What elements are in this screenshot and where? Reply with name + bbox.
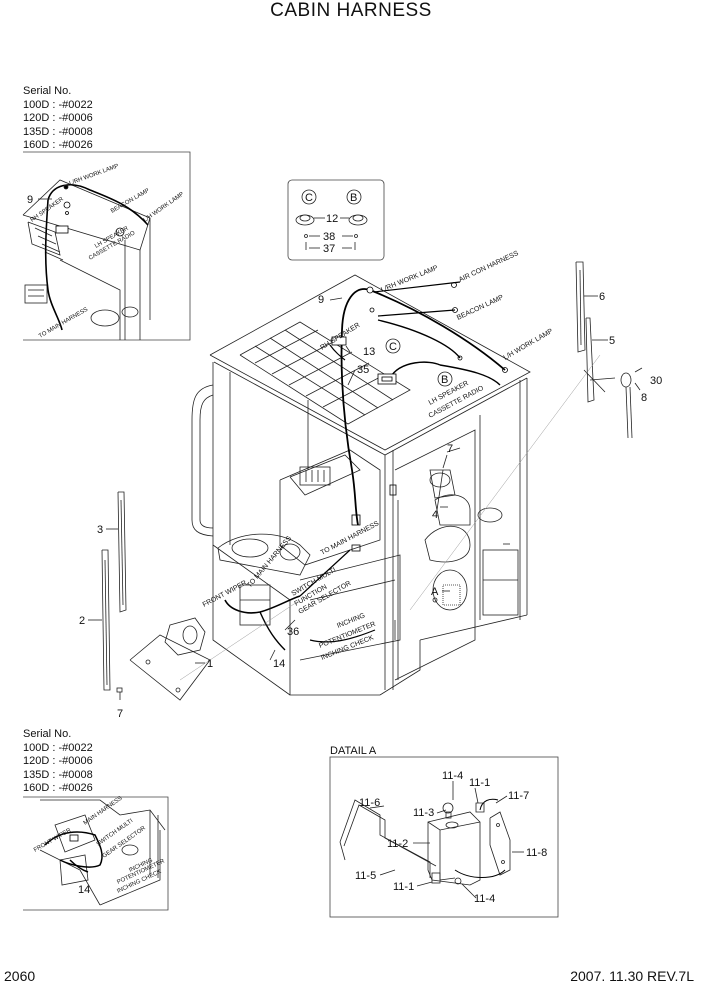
page-title: CABIN HARNESS <box>270 0 432 21</box>
detail-a <box>329 756 559 918</box>
callout-2: 2 <box>79 615 85 627</box>
callout-7-plate: 7 <box>117 708 123 720</box>
callout-5: 5 <box>609 335 615 347</box>
callout-B: B <box>350 192 357 204</box>
callout-35: 35 <box>357 364 369 376</box>
inset-label-front-wiper: FRONT WIPER <box>33 827 73 853</box>
callout-C-main: C <box>389 341 397 353</box>
serial-line: 100D : -#0022 <box>23 98 93 111</box>
serial-line: 120D : -#0006 <box>23 755 93 767</box>
inset-callout-9: 9 <box>27 194 33 206</box>
label-lh-rh-work-lamp: L/RH WORK LAMP <box>380 265 439 294</box>
serial-block-bottom: Serial No. 100D : -#0022 120D : -#0006 1… <box>23 728 93 796</box>
callout-30: 30 <box>650 375 662 387</box>
callout-C: C <box>305 192 313 204</box>
serial-line: 160D : -#0026 <box>23 782 93 794</box>
inset-label-to-main-harness: TO MAIN HARNESS <box>38 307 89 340</box>
inset-label-gear-selector: GEAR SELECTOR <box>102 825 148 859</box>
detail-callout-11-3: 11-3 <box>413 807 434 819</box>
label-beacon-lamp: BEACON LAMP <box>456 294 505 322</box>
serial-line: 100D : -#0022 <box>23 741 93 754</box>
main-cabin: C B <box>191 274 531 696</box>
serial-heading: Serial No. <box>23 728 72 740</box>
detail-callout-11-4-top: 11-4 <box>442 770 463 782</box>
callout-37: 37 <box>323 243 335 255</box>
callout-9: 9 <box>318 294 324 306</box>
inset-bottom: FRONT WIPER MAIN HARNESS SWITCH MULTI GE… <box>23 796 169 911</box>
detail-callouts: 11-4 11-1 11-7 11-6 11-3 11-2 11-8 11-5 … <box>355 770 547 905</box>
inset-label-lh-work-lamp: L/H WORK LAMP <box>143 191 186 223</box>
detail-callout-11-2: 11-2 <box>387 838 408 850</box>
callout-3: 3 <box>97 524 103 536</box>
callout-36: 36 <box>287 626 299 638</box>
label-lh-work-lamp: L/H WORK LAMP <box>503 328 555 362</box>
callout-4: 4 <box>432 509 438 521</box>
serial-line: 135D : -#0008 <box>23 768 93 781</box>
callout-7-main: 7 <box>447 443 453 455</box>
serial-heading: Serial No. <box>23 85 72 97</box>
callout-8: 8 <box>641 392 647 404</box>
serial-block-top: Serial No. 100D : -#0022 120D : -#0006 1… <box>23 85 93 153</box>
callout-14: 14 <box>273 658 285 670</box>
label-to-main-harness-1: TO MAIN HARNESS <box>246 535 293 589</box>
detail-callout-11-8: 11-8 <box>526 847 547 859</box>
detail-callout-11-4-bottom: 11-4 <box>474 893 495 905</box>
detail-callout-11-1-bottom: 11-1 <box>393 881 414 893</box>
callout-13: 13 <box>363 346 375 358</box>
detail-callout-11-1-top: 11-1 <box>469 777 490 789</box>
callout-12: 12 <box>326 213 338 225</box>
page-number: 2060 <box>4 968 36 984</box>
detail-a-title: DATAIL A <box>330 745 377 757</box>
serial-line: 135D : -#0008 <box>23 125 93 138</box>
callout-A: A <box>431 586 439 598</box>
serial-line: 120D : -#0006 <box>23 112 93 124</box>
label-to-main-harness-2: TO MAIN HARNESS <box>320 520 381 557</box>
label-air-con-harness: AIR CON HARNESS <box>458 250 520 284</box>
label-front-wiper: FRONT WIPER <box>202 580 248 609</box>
speaker-detail-box: C B 12 38 37 <box>287 179 385 261</box>
inset-label-switch-multi: SWITCH MULTI <box>96 818 135 848</box>
inset-label-rh-work-lamp: L/RH WORK LAMP <box>69 163 120 186</box>
callout-6: 6 <box>599 291 605 303</box>
inset-callout-14: 14 <box>78 884 90 896</box>
inset-top: 9 L/RH WORK LAMP RH SPEAKER BEACON LAMP … <box>22 151 191 341</box>
callout-1: 1 <box>207 658 213 670</box>
main-callouts: 6 5 30 8 9 13 35 7 4 A 3 2 1 7 36 14 <box>79 291 662 720</box>
detail-callout-11-5: 11-5 <box>355 870 376 882</box>
serial-line: 160D : -#0026 <box>23 139 93 151</box>
callout-B-main: B <box>441 374 448 386</box>
wipers-and-parts <box>88 261 643 701</box>
revision-label: 2007. 11.30 REV.7L <box>570 968 694 984</box>
detail-callout-11-7: 11-7 <box>508 790 529 802</box>
detail-callout-11-6: 11-6 <box>359 797 380 809</box>
callout-38: 38 <box>323 231 335 243</box>
